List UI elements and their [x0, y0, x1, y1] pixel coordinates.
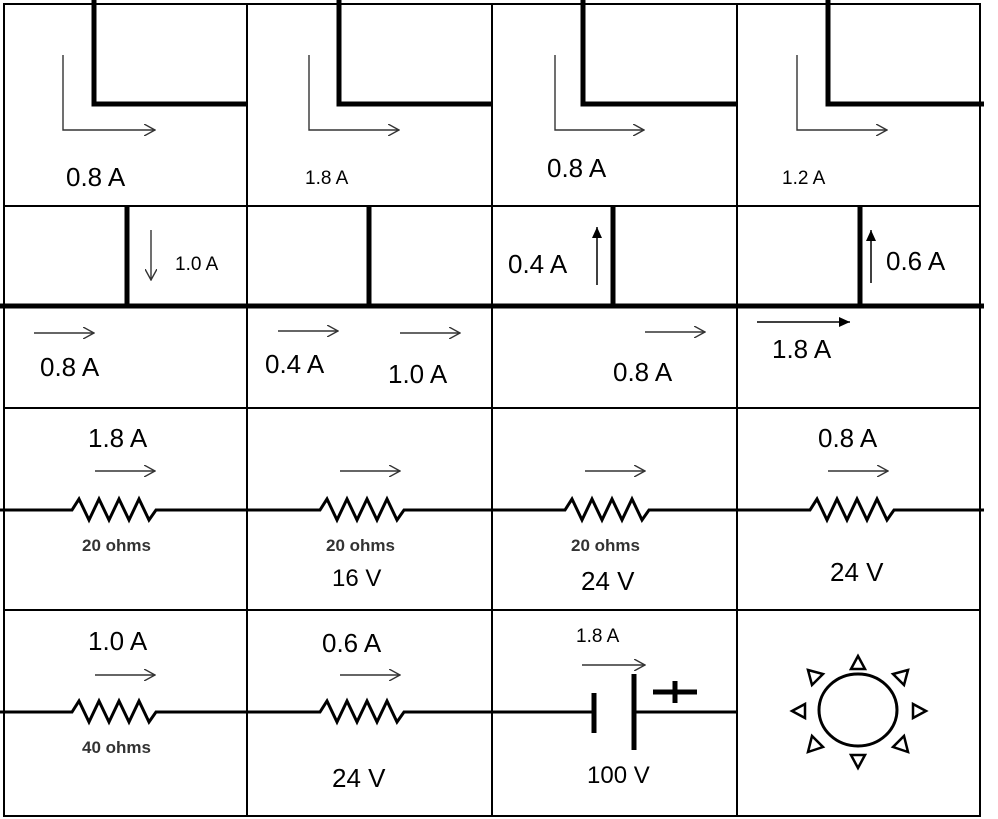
resistance-label-r4c2: 20 ohms [326, 536, 395, 555]
current-label-r3c2b: 1.0 A [388, 359, 448, 389]
grid-lines [3, 3, 981, 817]
light-bulb-icon [789, 653, 929, 771]
current-label-r2c1: 1.0 A [175, 254, 219, 275]
elbow-arrows [62, 55, 887, 130]
voltage-label-r5c3: 100 V [587, 762, 650, 789]
resistance-label-r4c1: 20 ohms [82, 536, 151, 555]
current-label-r3c4: 1.8 A [772, 334, 832, 364]
current-label-r2c3: 0.4 A [508, 249, 568, 279]
current-label-r1c2: 1.8 A [305, 168, 349, 189]
voltage-label-r4c4: 24 V [830, 557, 884, 587]
row5-wires [0, 697, 737, 726]
current-label-r4c4: 0.8 A [818, 423, 878, 453]
current-label-r3c3: 0.8 A [613, 357, 673, 387]
current-label-r4c1: 1.8 A [88, 423, 148, 453]
voltage-label-r4c2: 16 V [332, 565, 381, 592]
current-label-r3c2a: 0.4 A [265, 349, 325, 379]
plus-icon [653, 681, 697, 703]
voltage-label-r5c2: 24 V [332, 763, 386, 793]
right-arrows-row3 [34, 331, 705, 333]
resistance-label-r5c1: 40 ohms [82, 738, 151, 757]
current-label-r1c1: 0.8 A [66, 162, 126, 192]
resistance-label-r4c3: 20 ohms [571, 536, 640, 555]
current-label-r5c3: 1.8 A [576, 626, 620, 647]
resistor-current-arrows-row5 [95, 665, 645, 675]
voltage-label-r4c3: 24 V [581, 566, 635, 596]
current-label-r1c4: 1.2 A [782, 168, 826, 189]
current-label-r5c2: 0.6 A [322, 628, 382, 658]
wire-segments [0, 0, 984, 309]
current-label-r1c3: 0.8 A [547, 153, 607, 183]
current-label-r2c4: 0.6 A [886, 246, 946, 276]
row4-wires [0, 495, 984, 524]
current-label-r3c1: 0.8 A [40, 352, 100, 382]
current-label-r5c1: 1.0 A [88, 626, 148, 656]
battery-icon [591, 674, 637, 750]
